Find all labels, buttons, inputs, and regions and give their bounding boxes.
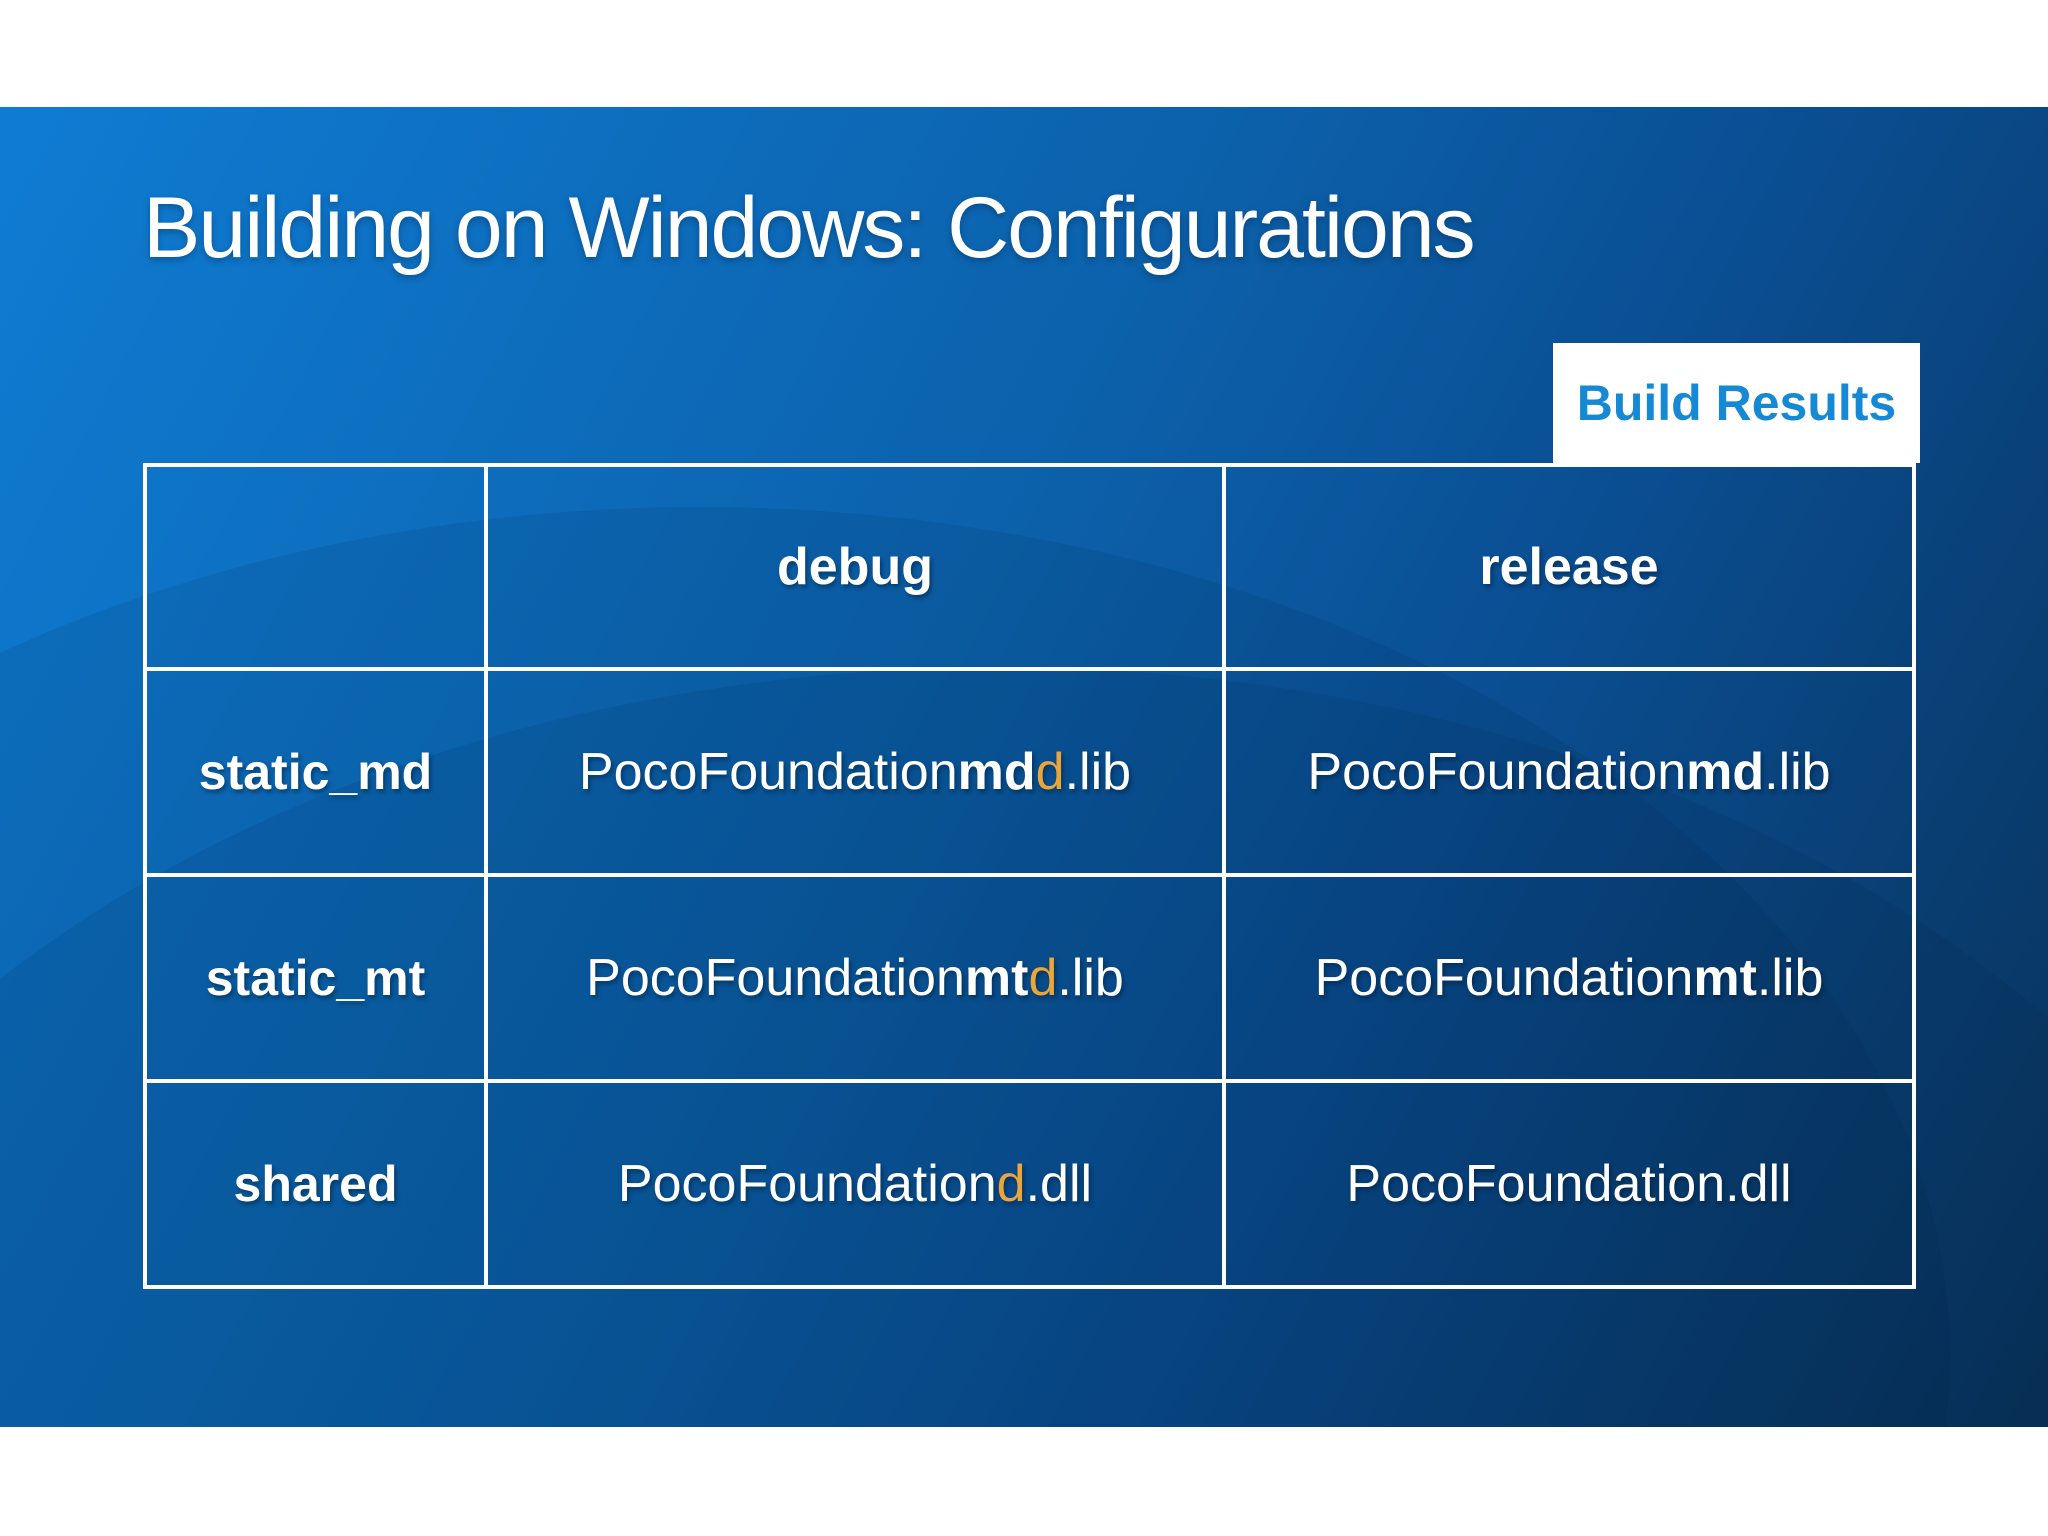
cell-shared-debug: PocoFoundationd.dll xyxy=(484,1079,1226,1289)
row-label-shared: shared xyxy=(143,1079,488,1289)
column-header-debug: debug xyxy=(484,463,1226,671)
build-results-label: Build Results xyxy=(1576,375,1897,431)
table-header-row: debug release xyxy=(143,463,1916,671)
cell-static-md-debug: PocoFoundationmdd.lib xyxy=(484,667,1226,877)
column-header-release: release xyxy=(1222,463,1916,671)
row-label-static-mt: static_mt xyxy=(143,873,488,1083)
cell-static-md-release: PocoFoundationmd.lib xyxy=(1222,667,1916,877)
table-row-static-mt: static_mt PocoFoundationmtd.lib PocoFoun… xyxy=(143,873,1916,1083)
build-results-table: debug release static_md PocoFoundationmd… xyxy=(143,463,1916,1289)
corner-cell xyxy=(143,463,488,671)
row-label-static-md: static_md xyxy=(143,667,488,877)
table-row-static-md: static_md PocoFoundationmdd.lib PocoFoun… xyxy=(143,667,1916,877)
cell-static-mt-release: PocoFoundationmt.lib xyxy=(1222,873,1916,1083)
slide-title: Building on Windows: Configurations xyxy=(143,180,1476,276)
table-row-shared: shared PocoFoundationd.dll PocoFoundatio… xyxy=(143,1079,1916,1289)
cell-shared-release: PocoFoundation.dll xyxy=(1222,1079,1916,1289)
slide-canvas: Building on Windows: Configurations Buil… xyxy=(0,107,2048,1427)
build-results-badge: Build Results xyxy=(1553,343,1920,463)
cell-static-mt-debug: PocoFoundationmtd.lib xyxy=(484,873,1226,1083)
